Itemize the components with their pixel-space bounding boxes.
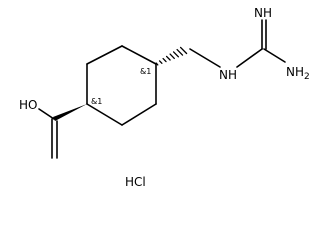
salt-label: HCl xyxy=(125,175,146,189)
stereo-label-c1: &1 xyxy=(91,97,102,106)
ch2-n-bond xyxy=(189,48,221,68)
ring-bond xyxy=(86,103,123,126)
solid-wedge-bond xyxy=(53,104,87,121)
linker-nh-label: NH xyxy=(219,68,237,82)
hashed-wedge-bond xyxy=(155,46,188,66)
stereo-label-c4: &1 xyxy=(140,67,151,76)
ring-bond xyxy=(121,45,157,65)
hydroxyl-label: HO xyxy=(19,98,37,112)
amino-nh-label: NH2 xyxy=(286,65,310,82)
ring-bond xyxy=(86,45,123,65)
ring-bond xyxy=(121,103,157,126)
n-c-bond xyxy=(236,48,263,68)
c-oh-bond xyxy=(38,108,55,120)
c-nh2-bond xyxy=(263,48,286,63)
chemical-structure-diagram: HO NH NH NH2 &1 &1 HCl xyxy=(19,6,310,189)
cyclohexane-ring xyxy=(86,45,157,126)
imine-nh-label: NH xyxy=(254,6,272,20)
amino-subscript: 2 xyxy=(304,72,310,82)
